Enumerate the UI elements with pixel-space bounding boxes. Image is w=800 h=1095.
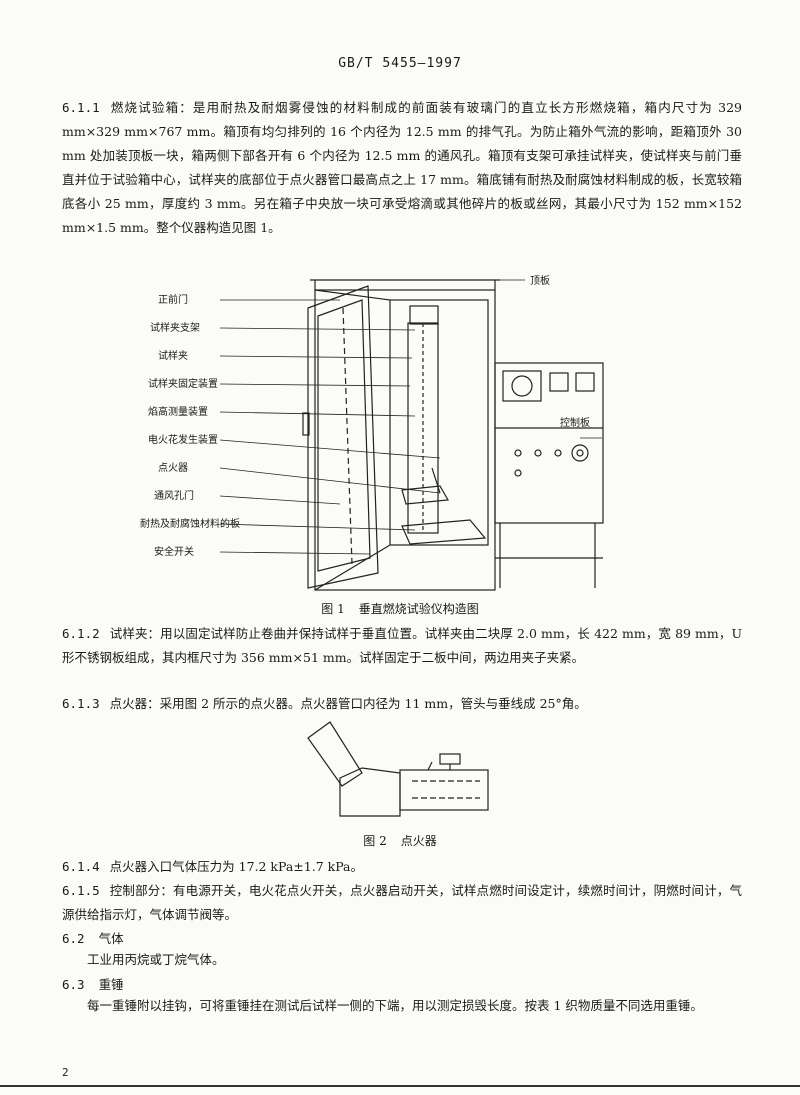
- section-number: 6.1.3: [62, 696, 100, 711]
- label-flame-height-gauge: 焰高测量装置: [148, 405, 208, 418]
- label-front-door: 正前门: [158, 293, 188, 306]
- label-holder-fixing: 试样夹固定装置: [148, 377, 218, 390]
- section-text: 控制部分：有电源开关，电火花点火开关，点火器启动开关，试样点燃时间设定计，续燃时…: [62, 883, 742, 922]
- section-text: 燃烧试验箱：是用耐热及耐烟雾侵蚀的材料制成的前面装有玻璃门的直立长方形燃烧箱，箱…: [62, 100, 742, 235]
- figure-1-apparatus-diagram: 正前门 试样夹支架 试样夹 试样夹固定装置 焰高测量装置 电火花发生装置 点火器…: [140, 274, 604, 591]
- section-number: 6.1.1: [62, 100, 100, 115]
- figure-number: 图 2: [363, 834, 387, 848]
- burner-barrel: [399, 769, 489, 811]
- label-resistant-plate: 耐热及耐腐蚀材料的板: [140, 517, 240, 530]
- section-6-3-text: 每一重锤附以挂钩，可将重锤挂在测试后试样一侧的下端，用以测定损毁长度。按表 1 …: [87, 998, 703, 1013]
- label-safety-switch: 安全开关: [154, 545, 194, 558]
- page-number: 2: [62, 1066, 69, 1079]
- section-number: 6.2: [62, 931, 85, 946]
- section-text: 点火器：采用图 2 所示的点火器。点火器管口内径为 11 mm，管头与垂线成 2…: [109, 696, 587, 711]
- section-number: 6.3: [62, 977, 85, 992]
- front-door: [307, 285, 379, 589]
- section-6-3-heading: 6.3 重锤: [62, 974, 124, 993]
- page-header: GB/T 5455—1997: [338, 56, 462, 71]
- burner: [401, 485, 449, 505]
- control-box: [494, 362, 604, 524]
- section-title: 重锤: [98, 977, 124, 992]
- section-number: 6.1.4: [62, 859, 100, 874]
- figure-2-caption: 图 2 点火器: [0, 832, 800, 849]
- burner-body: [339, 767, 401, 817]
- figure-number: 图 1: [321, 602, 345, 616]
- section-6-2-text: 工业用丙烷或丁烷气体。: [87, 952, 225, 967]
- label-holder-support: 试样夹支架: [150, 321, 200, 334]
- footer-rule: [0, 1085, 800, 1087]
- section-text: 点火器入口气体压力为 17.2 kPa±1.7 kPa。: [109, 859, 363, 874]
- section-6-1-4: 6.1.4 点火器入口气体压力为 17.2 kPa±1.7 kPa。: [62, 855, 742, 879]
- section-number: 6.1.2: [62, 626, 100, 641]
- figure-2-burner-diagram: [307, 721, 489, 817]
- label-spark-generator: 电火花发生装置: [148, 433, 218, 446]
- burner-tube: [307, 721, 363, 787]
- figure-title: 点火器: [400, 834, 437, 848]
- section-6-2-heading: 6.2 气体: [62, 928, 124, 947]
- section-6-1-3: 6.1.3 点火器：采用图 2 所示的点火器。点火器管口内径为 11 mm，管头与…: [62, 692, 742, 716]
- label-vent-door: 通风孔门: [154, 489, 194, 502]
- figure-1-caption: 图 1 垂直燃烧试验仪构造图: [0, 600, 800, 617]
- label-specimen-holder: 试样夹: [158, 349, 188, 362]
- figure-title: 垂直燃烧试验仪构造图: [358, 602, 479, 616]
- label-top-plate: 顶板: [530, 274, 550, 287]
- section-title: 气体: [98, 931, 124, 946]
- label-control-panel: 控制板: [560, 416, 590, 429]
- section-text: 试样夹：用以固定试样防止卷曲并保持试样于垂直位置。试样夹由二块厚 2.0 mm，…: [62, 626, 742, 665]
- label-burner: 点火器: [158, 462, 188, 474]
- section-number: 6.1.5: [62, 883, 100, 898]
